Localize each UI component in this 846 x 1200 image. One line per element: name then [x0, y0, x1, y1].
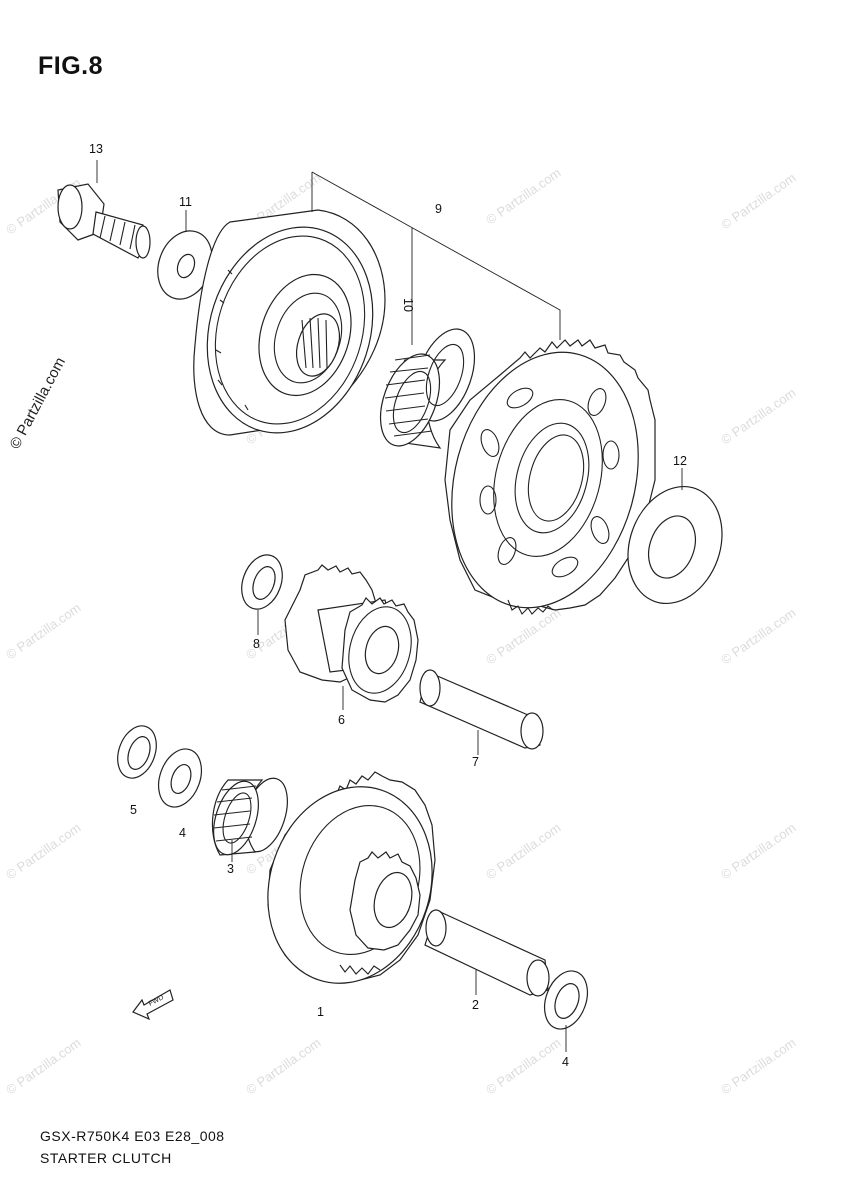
callout-11: 11: [179, 195, 192, 209]
watermark-side: © Partzilla.com: [7, 355, 69, 452]
forward-arrow-icon: FWD: [132, 989, 174, 1021]
callout-3: 3: [227, 862, 234, 876]
part-12-washer: [627, 485, 723, 605]
watermark: © Partzilla.com: [483, 605, 563, 668]
watermark: © Partzilla.com: [483, 1035, 563, 1098]
leader-lines: [96, 160, 683, 1052]
watermark: © Partzilla.com: [3, 600, 83, 663]
callout-13: 13: [89, 142, 103, 156]
watermark: © Partzilla.com: [483, 165, 563, 228]
watermark: © Partzilla.com: [483, 820, 563, 883]
part-6-idle-gear: [284, 564, 419, 703]
watermark: © Partzilla.com: [3, 820, 83, 883]
part-3-needle-bearing: [211, 777, 288, 856]
part-2-shaft: [424, 909, 550, 997]
callout-9: 9: [435, 202, 442, 216]
part-9-clutch-housing: [193, 209, 386, 436]
callout-5: 5: [130, 803, 137, 817]
diagram-code: GSX-R750K4 E03 E28_008: [40, 1128, 225, 1144]
watermark: © Partzilla.com: [718, 1035, 798, 1098]
part-9-driven-gear: [444, 339, 656, 615]
callout-2: 2: [472, 998, 479, 1012]
part-4-washer-upper: [157, 748, 203, 808]
part-8-washer: [241, 554, 283, 610]
part-11-washer: [157, 230, 213, 300]
watermark: © Partzilla.com: [718, 605, 798, 668]
watermark: © Partzilla.com: [718, 820, 798, 883]
diagram-name: STARTER CLUTCH: [40, 1150, 172, 1166]
part-4-washer-lower: [543, 970, 589, 1030]
watermark: © Partzilla.com: [3, 1035, 83, 1098]
part-7-shaft: [419, 669, 544, 750]
callout-1: 1: [317, 1005, 324, 1019]
callout-6: 6: [338, 713, 345, 727]
callout-8: 8: [253, 637, 260, 651]
callout-12: 12: [673, 454, 687, 468]
part-10-needle-bearing: [379, 328, 476, 449]
callouts: 13 11 9 10 12 8 6 7 5 4 3 1 2 4: [89, 142, 687, 1069]
watermark: © Partzilla.com: [718, 385, 798, 448]
part-5-washer: [117, 725, 157, 779]
watermark: © Partzilla.com: [243, 1035, 323, 1098]
part-13-bolt: [57, 183, 151, 259]
callout-10: 10: [401, 298, 415, 312]
watermark: © Partzilla.com: [718, 170, 798, 233]
callout-4-lower: 4: [562, 1055, 569, 1069]
callout-7: 7: [472, 755, 479, 769]
part-1-gear: [267, 771, 436, 984]
callout-4-upper: 4: [179, 826, 186, 840]
figure-title: FIG.8: [38, 52, 104, 80]
